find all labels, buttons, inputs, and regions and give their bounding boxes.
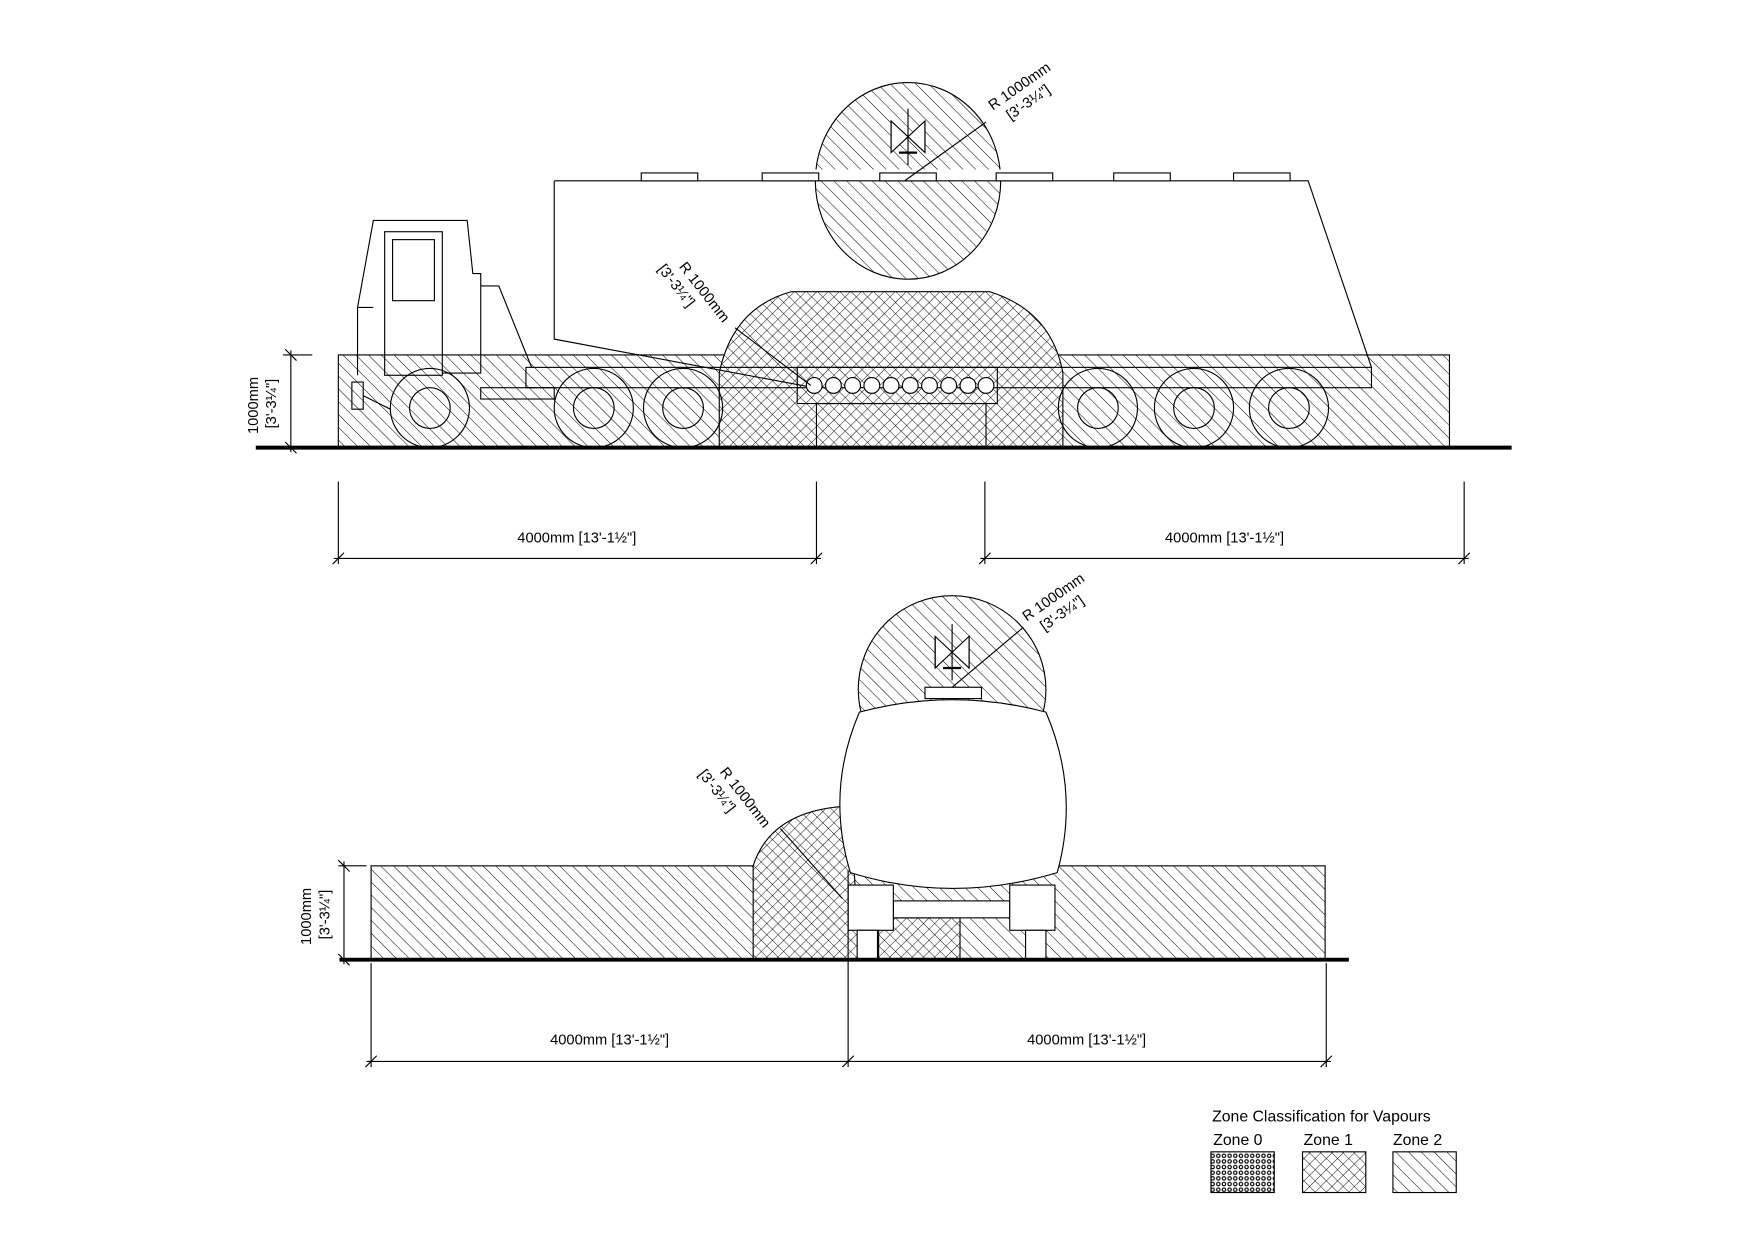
radius-label-top: R 1000mm [3'-3¼"] (986, 60, 1054, 124)
tank-support (847, 884, 1056, 961)
legend-swatch-zone2 (1392, 1151, 1457, 1194)
right-length-dim: 4000mm [13'-1½"] (1027, 1032, 1146, 1048)
legend-label-zone2: Zone 2 (1393, 1132, 1442, 1149)
left-length-dim: 4000mm [13'-1½"] (517, 531, 636, 547)
legend-swatch-zone1 (1301, 1151, 1367, 1194)
manhole-covers (640, 172, 1291, 182)
end-view: R 1000mm [3'-3¼"] R 1000mm [3'-3¼"] 1000… (299, 571, 1349, 1068)
legend-title: Zone Classification for Vapours (1212, 1108, 1431, 1125)
legend-swatch-zone0 (1210, 1151, 1275, 1194)
side-view: R 1000mm [3'-3¼"] R 1000mm [3'-3¼"] 1000… (246, 60, 1512, 565)
left-length-dim: 4000mm [13'-1½"] (550, 1032, 669, 1048)
radius-label-top: R 1000mm [3'-3¼"] (1020, 571, 1088, 635)
dim-imperial-text: [3'-3¼"] (317, 890, 333, 940)
dim-text: 1000mm (299, 888, 315, 945)
radius-label-side: R 1000mm [3'-3¼"] (695, 765, 773, 831)
radius-label-mid: R 1000mm [3'-3¼"] (654, 259, 732, 325)
tank-cross-section (839, 699, 1067, 889)
zone1-manifold-dome (718, 291, 1064, 449)
dim-text: 1000mm (246, 377, 262, 434)
length-dimension-lines (365, 870, 1333, 1068)
right-length-dim: 4000mm [13'-1½"] (1165, 531, 1284, 547)
height-dimension: 1000mm [3'-3¼"] (246, 377, 280, 434)
legend-label-zone0: Zone 0 (1213, 1132, 1262, 1149)
dim-imperial-text: [3'-3¼"] (264, 379, 280, 429)
zone-legend: Zone Classification for Vapours Zone 0 Z… (1210, 1108, 1457, 1194)
legend-label-zone1: Zone 1 (1304, 1132, 1353, 1149)
truck-cab (351, 219, 533, 410)
length-dimension-lines (332, 481, 1471, 565)
manifold-outlets (805, 376, 995, 394)
height-dimension: 1000mm [3'-3¼"] (299, 888, 333, 945)
